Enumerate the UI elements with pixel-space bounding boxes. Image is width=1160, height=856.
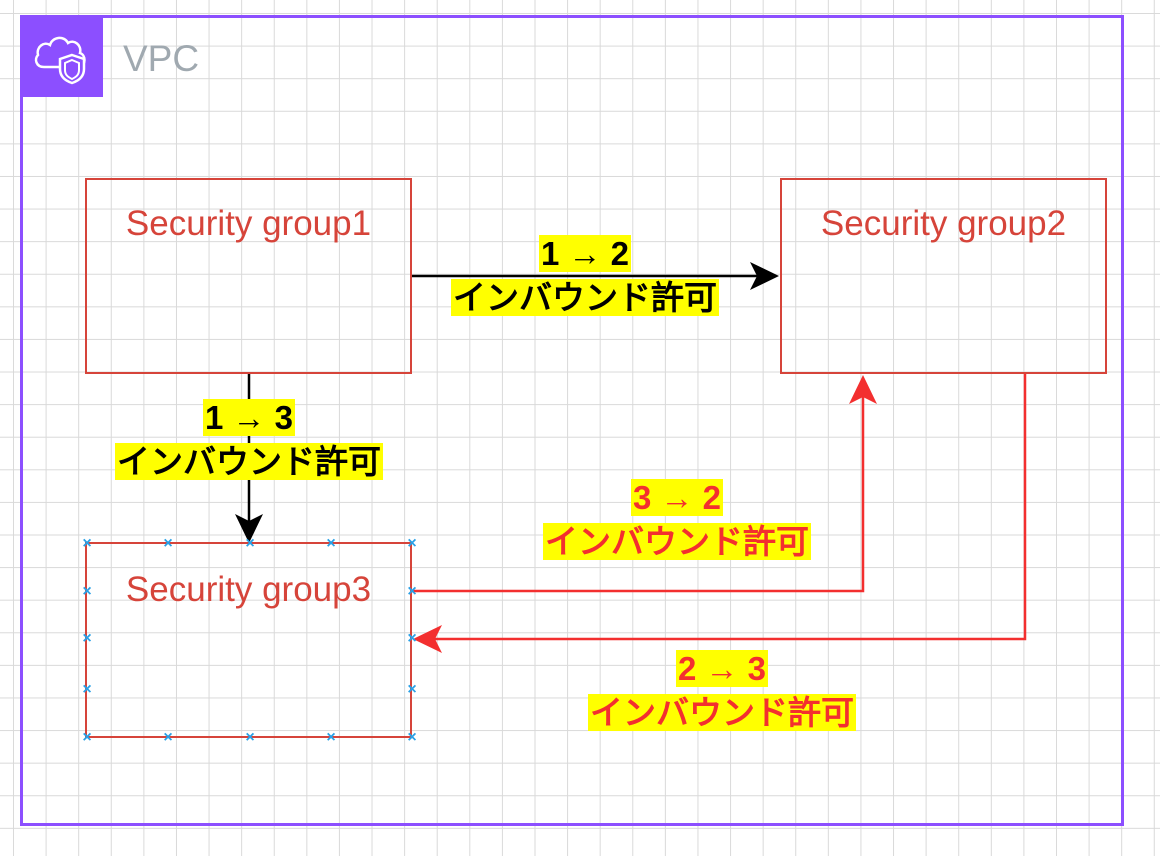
selection-handle[interactable]: × xyxy=(82,583,92,600)
selection-handle[interactable]: × xyxy=(82,729,92,746)
connector-text-3-2: インバウンド許可 xyxy=(543,523,811,560)
security-group-2[interactable]: Security group2 xyxy=(780,178,1107,374)
connector-text-2-3: インバウンド許可 xyxy=(588,694,856,731)
vpc-badge xyxy=(20,15,103,97)
connector-text-1-3: インバウンド許可 xyxy=(115,443,383,480)
security-group-3[interactable]: Security group3 xyxy=(85,542,412,738)
connector-label-sg1-sg2[interactable]: 1 → 2 インバウンド許可 xyxy=(440,232,730,320)
connector-route-2-3: 2 → 3 xyxy=(675,650,769,687)
security-group-1-label: Security group1 xyxy=(125,204,372,243)
selection-handle[interactable]: × xyxy=(407,630,417,647)
connector-label-sg1-sg3[interactable]: 1 → 3 インバウンド許可 xyxy=(104,396,394,484)
selection-handle[interactable]: × xyxy=(82,535,92,552)
selection-handle[interactable]: × xyxy=(82,681,92,698)
selection-handle[interactable]: × xyxy=(407,535,417,552)
connector-route-1-3: 1 → 3 xyxy=(202,399,296,436)
selection-handle[interactable]: × xyxy=(326,729,336,746)
selection-handle[interactable]: × xyxy=(245,729,255,746)
selection-handle[interactable]: × xyxy=(407,681,417,698)
selection-handle[interactable]: × xyxy=(82,630,92,647)
connector-text-1-2: インバウンド許可 xyxy=(451,279,719,316)
selection-handle[interactable]: × xyxy=(245,535,255,552)
connector-route-1-2: 1 → 2 xyxy=(538,235,632,272)
security-group-1[interactable]: Security group1 xyxy=(85,178,412,374)
selection-handle[interactable]: × xyxy=(163,729,173,746)
connector-label-sg2-sg3[interactable]: 2 → 3 インバウンド許可 xyxy=(577,647,867,735)
connector-label-sg3-sg2[interactable]: 3 → 2 インバウンド許可 xyxy=(532,476,822,564)
selection-handle[interactable]: × xyxy=(407,583,417,600)
selection-handle[interactable]: × xyxy=(326,535,336,552)
connector-route-3-2: 3 → 2 xyxy=(630,479,724,516)
vpc-label: VPC xyxy=(123,38,200,79)
connector-sg2-sg3[interactable] xyxy=(413,373,1027,653)
vpc-container[interactable] xyxy=(20,15,1124,826)
selection-handle[interactable]: × xyxy=(407,729,417,746)
security-group-3-label: Security group3 xyxy=(125,570,372,609)
security-group-2-label: Security group2 xyxy=(820,204,1067,243)
cloud-shield-icon xyxy=(34,36,86,85)
selection-handle[interactable]: × xyxy=(163,535,173,552)
connector-sg3-sg2[interactable] xyxy=(411,375,877,593)
connector-sg1-sg2[interactable] xyxy=(412,262,779,290)
